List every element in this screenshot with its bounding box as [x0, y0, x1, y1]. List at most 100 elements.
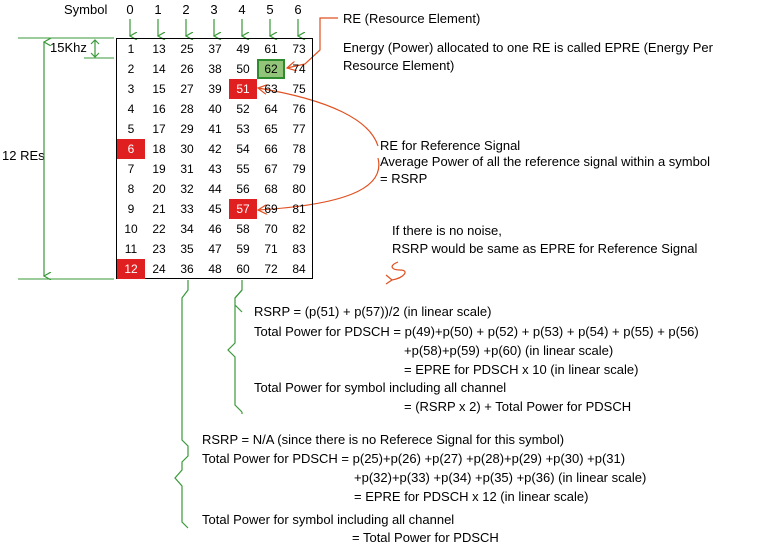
noise-annotation-line1: If there is no noise, — [392, 223, 502, 238]
re-cell-26: 26 — [180, 62, 194, 76]
epre-annotation-line2: Resource Element) — [343, 58, 455, 73]
re-cell-56: 56 — [236, 182, 250, 196]
re-count-label: 12 REs — [2, 148, 45, 163]
symbol-number-5: 5 — [266, 2, 274, 17]
re-cell-7: 7 — [127, 162, 135, 176]
rs-curve-57 — [258, 157, 380, 210]
rs-annotation-line1: RE for Reference Signal — [380, 138, 521, 153]
re-cell-55: 55 — [236, 162, 250, 176]
symbol4-rsrp-formula: RSRP = (p(51) + p(57))/2 (in linear scal… — [254, 304, 492, 319]
symbol4-total-label: Total Power for symbol including all cha… — [254, 380, 507, 395]
re-cell-58: 58 — [236, 222, 250, 236]
re-cell-16: 16 — [152, 102, 166, 116]
symbol-column-arrows — [130, 19, 298, 36]
rs-annotation-line2: Average Power of all the reference signa… — [380, 154, 710, 169]
re-cell-82: 82 — [292, 222, 306, 236]
re-cell-74: 74 — [292, 62, 306, 76]
re-cell-25: 25 — [180, 42, 194, 56]
re-cell-9: 9 — [127, 202, 135, 216]
symbol-axis-label: Symbol — [64, 2, 108, 17]
re-cell-6: 6 — [117, 139, 145, 159]
noise-squiggle — [385, 261, 406, 285]
symbol-number-6: 6 — [294, 2, 302, 17]
re-cell-84: 84 — [292, 262, 306, 276]
re-cell-4: 4 — [127, 102, 135, 116]
re-cell-3: 3 — [127, 82, 135, 96]
re-cell-78: 78 — [292, 142, 306, 156]
re-cell-53: 53 — [236, 122, 250, 136]
re-cell-11: 11 — [124, 242, 138, 256]
re-cell-39: 39 — [208, 82, 222, 96]
re-cell-14: 14 — [152, 62, 166, 76]
symbol-number-1: 1 — [154, 2, 162, 17]
re-cell-80: 80 — [292, 182, 306, 196]
re-cell-83: 83 — [292, 242, 306, 256]
symbol2-bracket — [174, 280, 189, 529]
re-cell-44: 44 — [208, 182, 222, 196]
symbol4-total-formula: = (RSRP x 2) + Total Power for PDSCH — [404, 399, 632, 414]
re-cell-19: 19 — [152, 162, 166, 176]
re-cell-60: 60 — [236, 262, 250, 276]
re-cell-38: 38 — [208, 62, 222, 76]
re-cell-68: 68 — [264, 182, 278, 196]
re-cell-41: 41 — [208, 122, 222, 136]
re-cell-46: 46 — [208, 222, 222, 236]
rs-annotation-line3: = RSRP — [380, 171, 428, 186]
re-cell-79: 79 — [292, 162, 306, 176]
re-cell-37: 37 — [208, 42, 222, 56]
re-cell-67: 67 — [264, 162, 278, 176]
re-cell-73: 73 — [292, 42, 306, 56]
re-cell-22: 22 — [152, 222, 166, 236]
re-cell-66: 66 — [264, 142, 278, 156]
re-cell-54: 54 — [236, 142, 250, 156]
rs-curve-51 — [258, 88, 379, 147]
re-cell-69: 69 — [264, 202, 278, 216]
symbol4-epre-formula: = EPRE for PDSCH x 10 (in linear scale) — [404, 362, 639, 377]
re-cell-52: 52 — [236, 102, 250, 116]
re-cell-35: 35 — [180, 242, 194, 256]
re-cell-13: 13 — [152, 42, 166, 56]
re-cell-5: 5 — [127, 122, 135, 136]
re-cell-21: 21 — [152, 202, 166, 216]
re-cell-49: 49 — [236, 42, 250, 56]
re-cell-43: 43 — [208, 162, 222, 176]
re-cell-23: 23 — [152, 242, 166, 256]
re-cell-31: 31 — [180, 162, 194, 176]
re-cell-65: 65 — [264, 122, 278, 136]
symbol4-pdsch-formula-cont: +p(58)+p(59) +p(60) (in linear scale) — [404, 343, 614, 358]
re-cell-50: 50 — [236, 62, 250, 76]
re-cell-40: 40 — [208, 102, 222, 116]
symbol-number-4: 4 — [238, 2, 246, 17]
re-cell-71: 71 — [264, 242, 278, 256]
re-callout-arrow — [287, 17, 338, 68]
symbol2-rsrp-formula: RSRP = N/A (since there is no Referece S… — [202, 432, 565, 447]
re-title-annotation: RE (Resource Element) — [343, 11, 481, 26]
re-cell-75: 75 — [292, 82, 306, 96]
re-cell-59: 59 — [236, 242, 250, 256]
re-cell-20: 20 — [152, 182, 166, 196]
re-cell-30: 30 — [180, 142, 194, 156]
re-cell-15: 15 — [152, 82, 166, 96]
re-cell-28: 28 — [180, 102, 194, 116]
re-cell-18: 18 — [152, 142, 166, 156]
re-cell-29: 29 — [180, 122, 194, 136]
re-cell-48: 48 — [208, 262, 222, 276]
re-cell-12: 12 — [117, 259, 145, 279]
re-cell-63: 63 — [264, 82, 278, 96]
symbol2-pdsch-formula: Total Power for PDSCH = p(25)+p(26) +p(2… — [202, 451, 626, 466]
symbol-number-2: 2 — [182, 2, 190, 17]
re-cell-8: 8 — [127, 182, 135, 196]
re-cell-47: 47 — [208, 242, 222, 256]
re-cell-45: 45 — [208, 202, 222, 216]
symbol4-bracket — [227, 280, 243, 414]
re-cell-70: 70 — [264, 222, 278, 236]
re-cell-72: 72 — [264, 262, 278, 276]
re-cell-32: 32 — [180, 182, 194, 196]
symbol4-pdsch-formula: Total Power for PDSCH = p(49)+p(50) + p(… — [254, 324, 699, 339]
subcarrier-spacing-label: 15Khz — [50, 40, 87, 55]
symbol-number-0: 0 — [126, 2, 134, 17]
noise-annotation-line2: RSRP would be same as EPRE for Reference… — [392, 241, 698, 256]
re-cell-51: 51 — [229, 79, 257, 99]
